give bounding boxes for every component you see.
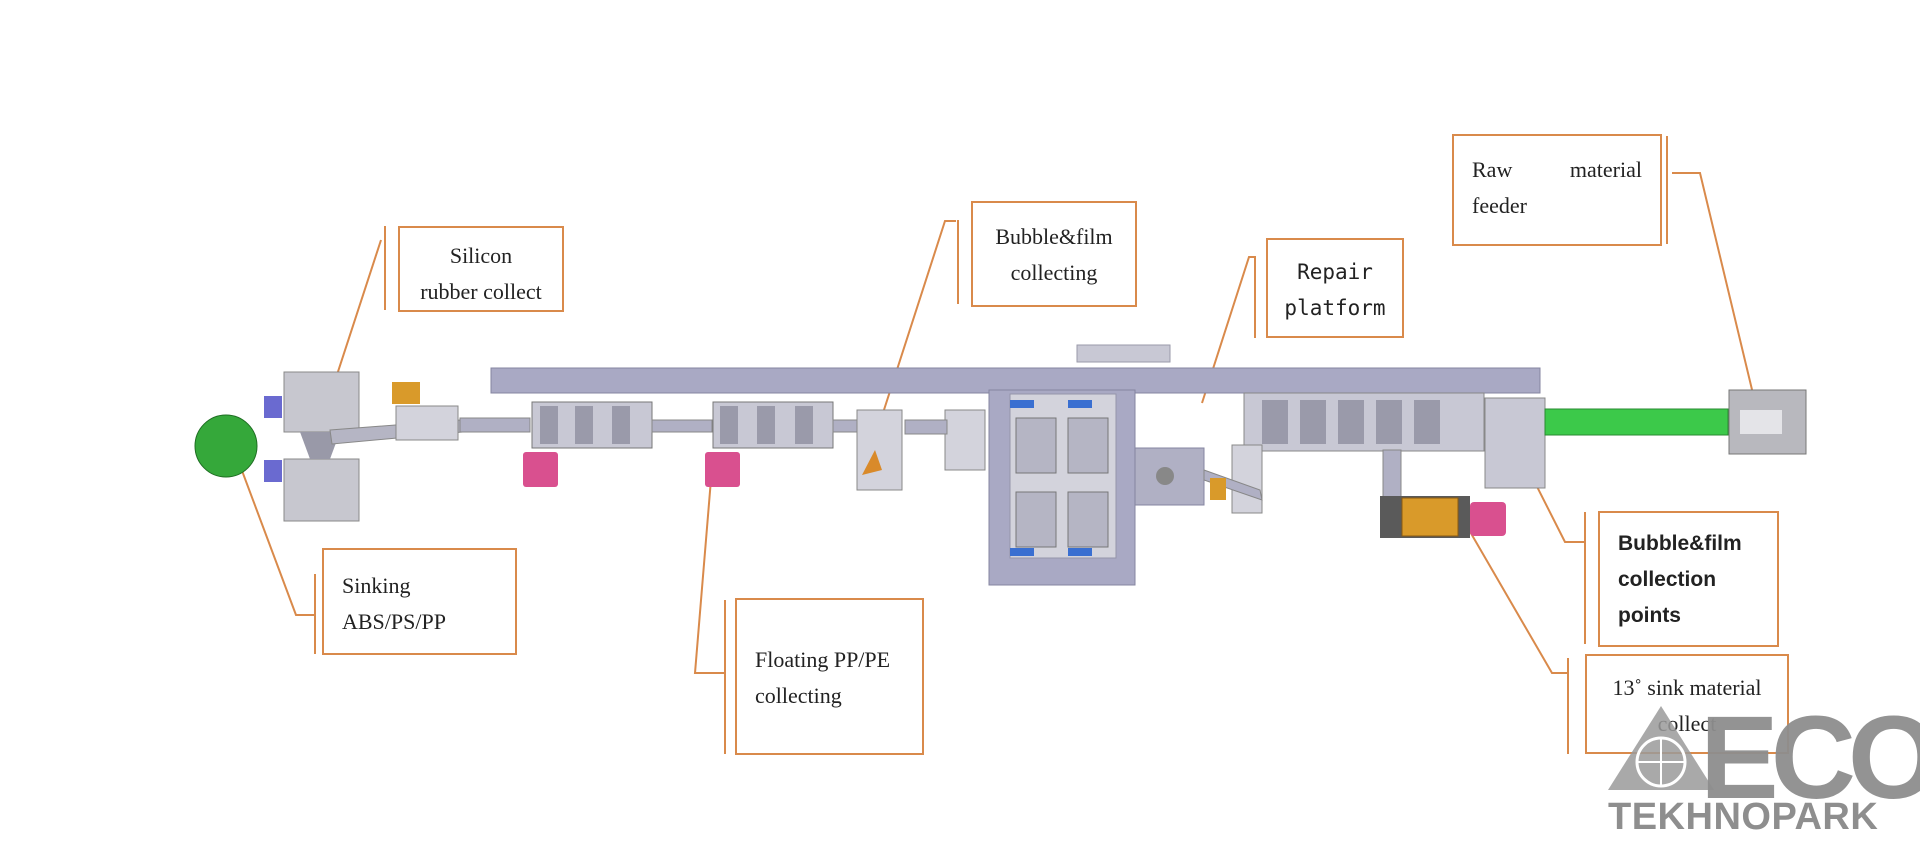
- callout-sinking: Sinking ABS/PS/PP: [322, 548, 517, 655]
- top-rail: [490, 367, 1541, 394]
- floating-line2: collecting: [755, 683, 842, 708]
- eco-logo-mark: [1608, 706, 1714, 790]
- repair-line1: Repair: [1297, 260, 1373, 284]
- bubble-points-line3: points: [1618, 604, 1681, 627]
- tick-sink13: [1567, 658, 1569, 754]
- tick-raw-feeder: [1666, 136, 1668, 244]
- tick-floating: [724, 600, 726, 754]
- tick-silicon: [384, 226, 386, 310]
- tick-bubble-points: [1584, 512, 1586, 644]
- sinking-tank: [194, 414, 258, 478]
- top-rail-plate: [1076, 344, 1171, 363]
- pink-bin-2: [705, 452, 740, 487]
- raw-feeder-word2: material: [1569, 157, 1642, 182]
- silicon-line2: rubber collect: [420, 279, 542, 304]
- sinking-line2: ABS/PS/PP: [342, 609, 446, 634]
- logo-tekhnopark-text: TEKHNOPARK: [1608, 796, 1879, 838]
- leader-sink13: [1464, 522, 1567, 674]
- silicon-line1: Silicon: [449, 243, 513, 268]
- callout-repair-platform: Repair platform: [1266, 238, 1404, 338]
- bubble-top-line2: collecting: [1010, 260, 1098, 285]
- floating-line1: Floating PP/PE: [755, 647, 891, 672]
- leader-raw-feeder: [1672, 172, 1755, 399]
- bubble-points-line2: collection: [1618, 568, 1717, 591]
- washer-1: [523, 401, 713, 487]
- bubble-points-line1: Bubble&film: [1618, 532, 1742, 555]
- leader-floating: [693, 454, 724, 674]
- callout-floating: Floating PP/PE collecting: [735, 598, 924, 755]
- raw-feeder-word1: Raw: [1472, 157, 1513, 182]
- callout-raw-material-feeder: Raw material feeder: [1452, 134, 1662, 246]
- left-section: [194, 371, 531, 522]
- silicon-separator-bottom: [283, 458, 360, 522]
- tick-bubble-top: [957, 220, 959, 304]
- callout-bubble-film-collecting: Bubble&film collecting: [971, 201, 1137, 307]
- raw-feeder-line2: feeder: [1472, 193, 1527, 218]
- leader-sinking: [237, 459, 314, 616]
- leader-repair: [1201, 256, 1254, 404]
- tick-sinking: [314, 574, 316, 654]
- sinking-line1: Sinking: [342, 573, 411, 598]
- callout-13-sink-material: 13˚ sink material collect: [1585, 654, 1789, 754]
- feed-conveyor: [1544, 408, 1729, 436]
- bubble-top-line1: Bubble&film: [995, 224, 1113, 249]
- silicon-separator-top: [283, 371, 360, 433]
- repair-platform-block: [1134, 447, 1205, 506]
- callout-bubble-collection-points: Bubble&film collection points: [1598, 511, 1779, 647]
- logo-eco-text: ECO: [1700, 692, 1920, 824]
- washer-2: [705, 401, 986, 491]
- leader-silicon: [332, 239, 382, 388]
- tick-repair: [1254, 256, 1256, 338]
- repair-line2: platform: [1284, 296, 1386, 320]
- sink13-line1: 13˚ sink material: [1612, 675, 1762, 700]
- leader-lines: [237, 172, 1755, 674]
- right-section: [1203, 389, 1807, 538]
- callout-silicon-rubber: Silicon rubber collect: [398, 226, 564, 312]
- main-deck: [490, 344, 1541, 586]
- pink-bin-1: [523, 452, 558, 487]
